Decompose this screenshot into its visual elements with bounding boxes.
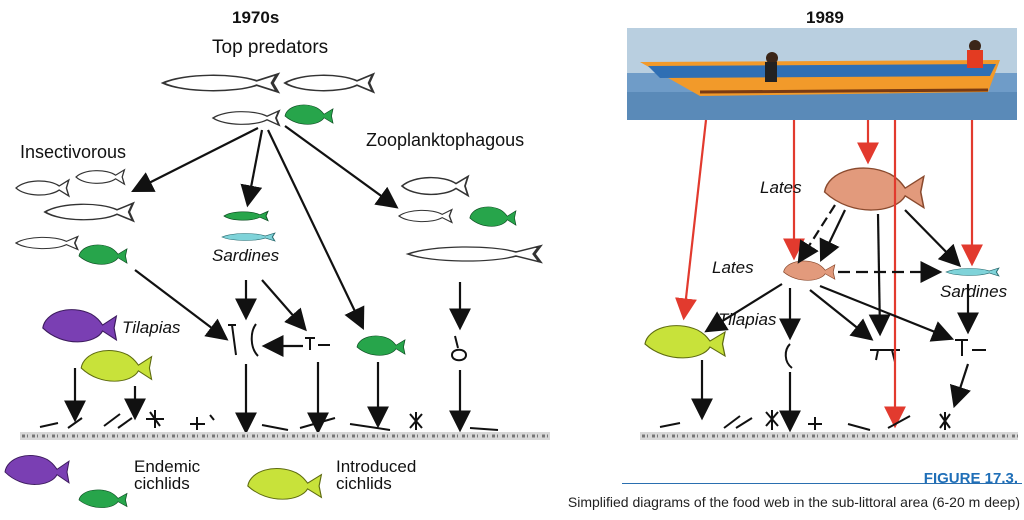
panel-1989 (627, 28, 1018, 440)
insectivorous-label: Insectivorous (20, 142, 126, 163)
tilapias-label-right: Tilapias (718, 310, 776, 330)
year-1989: 1989 (806, 8, 844, 28)
top-predator-fish-group (163, 74, 373, 125)
zooplanktophagous-fish-group (399, 176, 540, 262)
legend-introduced-label: Introduced cichlids (336, 458, 416, 492)
tilapias-label-left: Tilapias (122, 318, 180, 338)
sardine-fish-right (946, 268, 999, 276)
legend-endemic-purple-fish (5, 455, 69, 484)
sardines-label-left: Sardines (212, 246, 279, 266)
figure-caption: Simplified diagrams of the food web in t… (568, 494, 1020, 510)
lates-mid-fish (784, 261, 835, 280)
year-1970s: 1970s (232, 8, 279, 28)
arrows-1970s (75, 126, 460, 430)
tilapia-fish-right (645, 326, 725, 358)
sardines-label-right: Sardines (940, 282, 1007, 302)
green-cichlid-zoo (470, 207, 516, 226)
legend-endemic-green-fish (79, 490, 127, 508)
zooplanktophagous-label: Zooplanktophagous (366, 130, 524, 151)
invertebrates-right (786, 340, 986, 368)
sardines-fish-group (222, 211, 275, 241)
insectivorous-fish-group (16, 170, 133, 250)
lates-top-fish (825, 168, 924, 210)
lates-label-mid: Lates (712, 258, 754, 278)
legend-introduced-fish (248, 469, 322, 500)
legend-introduced-line2: cichlids (336, 475, 416, 492)
sediment-left (20, 410, 550, 440)
lates-label-top: Lates (760, 178, 802, 198)
top-predators-label: Top predators (212, 37, 328, 59)
legend-endemic-line1: Endemic (134, 458, 200, 475)
sediment-right (640, 410, 1018, 440)
figure-title: FIGURE 17.3. (924, 470, 1018, 487)
fishing-boat-photo (627, 28, 1017, 120)
legend-endemic-label: Endemic cichlids (134, 458, 200, 492)
legend-endemic-line2: cichlids (134, 475, 200, 492)
legend-introduced-line1: Introduced (336, 458, 416, 475)
invertebrates-left (228, 324, 466, 360)
green-cichlid-top (285, 105, 333, 124)
endemic-cichlid-fish (43, 310, 117, 342)
introduced-cichlid-fish (81, 351, 151, 382)
green-cichlid-insectivorous (79, 245, 127, 264)
green-cichlid-mid (357, 336, 405, 355)
